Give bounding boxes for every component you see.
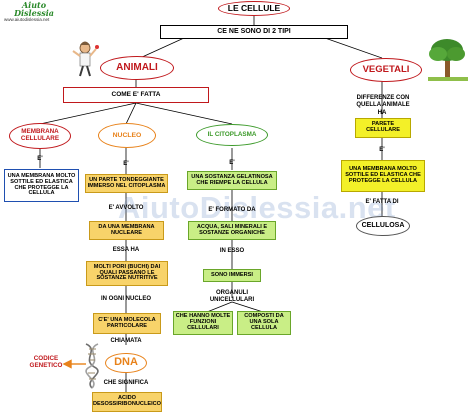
citoplasma-desc: UNA SOSTANZA GELATINOSA CHE RIEMPE LA CE… bbox=[191, 173, 273, 186]
citoplasma-in-esso: IN ESSO bbox=[219, 248, 245, 254]
membrana-cellulare-node: MEMBRANA CELLULARE bbox=[9, 123, 71, 149]
subtitle: CE NE SONO DI 2 TIPI bbox=[217, 28, 291, 36]
composti-box: COMPOSTI DA UNA SOLA CELLULA bbox=[237, 311, 291, 335]
nucleo-label: NUCLEO bbox=[112, 131, 142, 139]
cellulosa-node: CELLULOSA bbox=[356, 216, 410, 236]
animali-label: ANIMALI bbox=[116, 61, 158, 73]
come-fatta-label: COME E' FATTA bbox=[111, 90, 161, 98]
animali-node: ANIMALI bbox=[100, 56, 174, 80]
subtitle-box: CE NE SONO DI 2 TIPI bbox=[160, 25, 348, 39]
citoplasma-e: E' bbox=[229, 160, 235, 166]
nucleo-desc: UN PARTE TONDEGGIANTE IMMERSO NEL CITOPL… bbox=[87, 176, 166, 189]
citoplasma-formato: E' FORMATO DA bbox=[208, 207, 256, 213]
parete-label: PARETE CELLULARE bbox=[366, 121, 400, 133]
dna-label: DNA bbox=[114, 356, 138, 369]
dna-helix-icon bbox=[85, 343, 99, 389]
molecola-desc: C'E' UNA MOLECOLA PARTICOLARE bbox=[98, 316, 156, 329]
membrana-e: E' bbox=[37, 156, 43, 162]
nucleo-node: NUCLEO bbox=[98, 123, 156, 148]
nucleo-chiamata: CHIAMATA bbox=[110, 338, 142, 344]
citoplasma-desc-box: UNA SOSTANZA GELATINOSA CHE RIEMPE LA CE… bbox=[187, 171, 277, 190]
nucleo-e: E' bbox=[123, 161, 129, 167]
watermark: AiutoDislessia.net bbox=[118, 190, 396, 225]
tree-icon bbox=[428, 39, 468, 81]
page-title: LE CELLULE bbox=[227, 3, 281, 14]
nucleo-desc-box: UN PARTE TONDEGGIANTE IMMERSO NEL CITOPL… bbox=[85, 174, 168, 193]
nucleo-significa: CHE SIGNIFICA bbox=[103, 380, 149, 386]
vegetali-ha: HA bbox=[377, 110, 387, 116]
title-le-cellule: LE CELLULE bbox=[218, 1, 290, 16]
codice-genetico: CODICE GENETICO bbox=[29, 355, 63, 369]
vegetali-fatta: E' FATTA DI bbox=[365, 199, 399, 205]
membrana-desc: UNA MEMBRANA MOLTO SOTTILE ED ELASTICA C… bbox=[7, 172, 76, 197]
nucleo-in-ogni: IN OGNI NUCLEO bbox=[100, 296, 151, 302]
pori-desc: MOLTI PORI (BUCHI) DAI QUALI PASSANO LE … bbox=[93, 263, 161, 282]
citoplasma-node: IL CITOPLASMA bbox=[196, 124, 268, 146]
acqua-box: ACQUA, SALI MINERALI E SOSTANZE ORGANICH… bbox=[188, 221, 276, 240]
logo-text: Aiuto Dislessia bbox=[14, 0, 54, 19]
vegetali-node: VEGETALI bbox=[350, 58, 422, 82]
vegetali-desc: UNA MEMBRANA MOLTO SOTTILE ED ELASTICA C… bbox=[345, 166, 421, 184]
composti-desc: COMPOSTI DA UNA SOLA CELLULA bbox=[244, 313, 284, 331]
vegetali-label: VEGETALI bbox=[362, 64, 410, 76]
nucleo-essa-ha: ESSA HA bbox=[112, 247, 140, 253]
come-fatta-box: COME E' FATTA bbox=[63, 87, 209, 103]
membrana-desc-box: UNA MEMBRANA MOLTO SOTTILE ED ELASTICA C… bbox=[4, 169, 79, 202]
funzioni-desc: CHE HANNO MOLTE FUNZIONI CELLULARI bbox=[175, 313, 231, 331]
scientist-icon bbox=[72, 41, 99, 77]
vegetali-differenze: DIFFERENZE CON QUELLA ANIMALE bbox=[356, 95, 410, 108]
logo-url: www.aiutodislessia.net bbox=[4, 16, 50, 22]
nucleo-avvolto: E' AVVOLTO bbox=[108, 205, 144, 211]
molecola-box: C'E' UNA MOLECOLA PARTICOLARE bbox=[93, 313, 161, 334]
pori-box: MOLTI PORI (BUCHI) DAI QUALI PASSANO LE … bbox=[86, 261, 168, 286]
logo: Aiuto Dislessia www.aiutodislessia.net bbox=[4, 0, 64, 22]
membrana-nucleare-box: DA UNA MEMBRANA NUCLEARE bbox=[89, 221, 164, 240]
acqua-desc: ACQUA, SALI MINERALI E SOSTANZE ORGANICH… bbox=[196, 223, 268, 236]
acido-box: ACIDO DESOSSIRIBONUCLEICO bbox=[92, 392, 162, 412]
citoplasma-label: IL CITOPLASMA bbox=[207, 130, 257, 138]
immersi-label: SONO IMMERSI bbox=[211, 271, 253, 278]
membrana-label: MEMBRANA CELLULARE bbox=[20, 128, 60, 142]
parete-box: PARETE CELLULARE bbox=[355, 118, 411, 138]
organuli: ORGANULI UNICELLULARI bbox=[209, 290, 255, 303]
dna-node: DNA bbox=[105, 353, 147, 373]
funzioni-box: CHE HANNO MOLTE FUNZIONI CELLULARI bbox=[173, 311, 233, 335]
vegetali-e: E' bbox=[379, 147, 385, 153]
acido-desc: ACIDO DESOSSIRIBONUCLEICO bbox=[92, 395, 162, 407]
membrana-nucleare: DA UNA MEMBRANA NUCLEARE bbox=[98, 223, 155, 236]
vegetali-desc-box: UNA MEMBRANA MOLTO SOTTILE ED ELASTICA C… bbox=[341, 160, 425, 192]
immersi-box: SONO IMMERSI bbox=[203, 269, 261, 282]
cellulosa-label: CELLULOSA bbox=[361, 222, 405, 230]
